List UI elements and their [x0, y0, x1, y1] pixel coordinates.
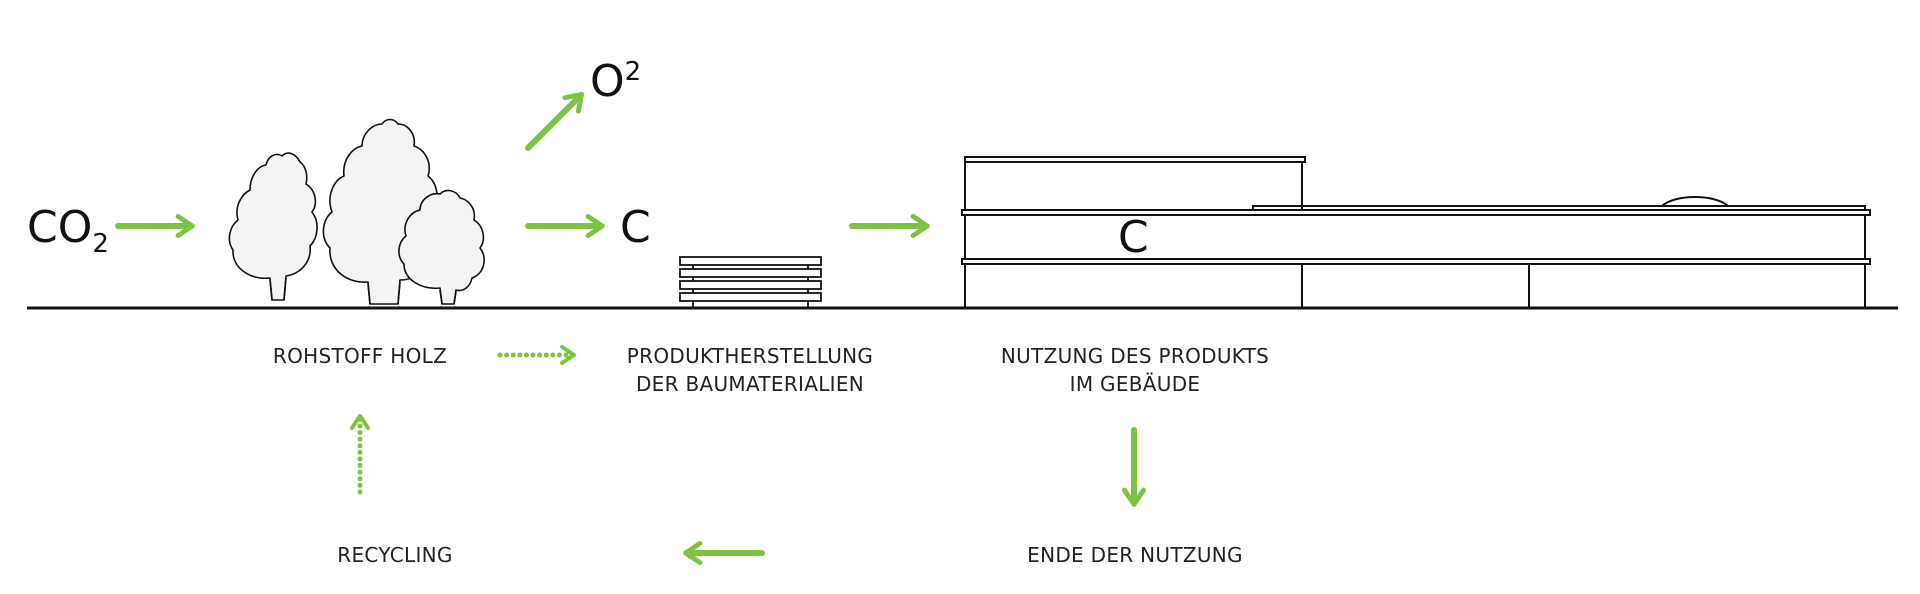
stage-recycling: RECYCLING	[337, 543, 453, 567]
carbon-label-building: C	[1118, 212, 1149, 263]
o2-release-arrow	[525, 91, 585, 151]
stage-raw-material: ROHSTOFF HOLZ	[272, 344, 448, 368]
stage-usage: NUTZUNG DES PRODUKTS IM GEBÄUDE	[1000, 344, 1270, 396]
building-icon	[961, 156, 1871, 307]
trees-icon	[228, 118, 485, 305]
carbon-label-tree: C	[620, 202, 651, 253]
co2-label: CO2	[27, 202, 109, 260]
stage-end-of-use: ENDE DER NUTZUNG	[1027, 543, 1243, 567]
stacked-beams-icon	[679, 256, 822, 307]
o2-label: O2	[590, 56, 642, 107]
stage-production: PRODUKTHERSTELLUNG DER BAUMATERIALIEN	[626, 344, 874, 396]
